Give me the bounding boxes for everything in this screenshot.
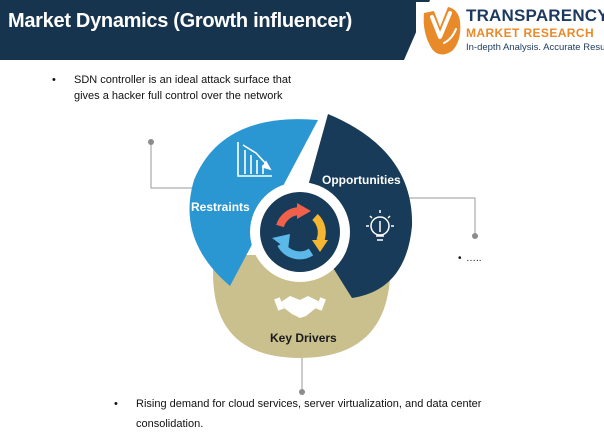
declining-bar-chart-icon [237, 142, 272, 177]
logo [416, 2, 604, 60]
opportunities-bullet: • ….. [458, 251, 518, 265]
leader-line-opportunities [408, 197, 476, 236]
leader-dot-drivers [299, 389, 305, 395]
bullet-dot: • [458, 253, 462, 264]
leader-dot-opportunities [472, 233, 478, 239]
drivers-text: Rising demand for cloud services, server… [136, 398, 482, 430]
opportunities-text: ….. [466, 253, 482, 264]
leader-line-restraints [150, 142, 198, 189]
restraints-bullet: • SDN controller is an ideal attack surf… [52, 72, 312, 122]
center-disc [260, 192, 340, 272]
logo-subtitle: MARKET RESEARCH [466, 26, 595, 40]
tmr-logo-icon [423, 7, 461, 55]
header-background [0, 0, 430, 60]
page-title: Market Dynamics (Growth influencer) [8, 10, 353, 32]
logo-name: TRANSPARENCY [466, 6, 604, 25]
leader-dot-restraints [148, 139, 154, 145]
lightbulb-icon [366, 210, 394, 241]
header-bar: Market Dynamics (Growth influencer) [0, 0, 604, 60]
bullet-dot: • [52, 74, 56, 86]
handshake-icon [274, 296, 326, 318]
cycle-arrows-icon [272, 203, 328, 260]
restraints-label: Restraints [191, 200, 250, 214]
key-drivers-label: Key Drivers [270, 331, 337, 345]
restraints-text: SDN controller is an ideal attack surfac… [74, 74, 292, 102]
bullet-dot: • [114, 398, 118, 410]
drivers-bullet: • Rising demand for cloud services, serv… [114, 396, 514, 432]
segment-restraints [189, 119, 318, 286]
logo-tagline: In-depth Analysis. Accurate Results [466, 42, 604, 53]
opportunities-label: Opportunities [322, 173, 401, 187]
